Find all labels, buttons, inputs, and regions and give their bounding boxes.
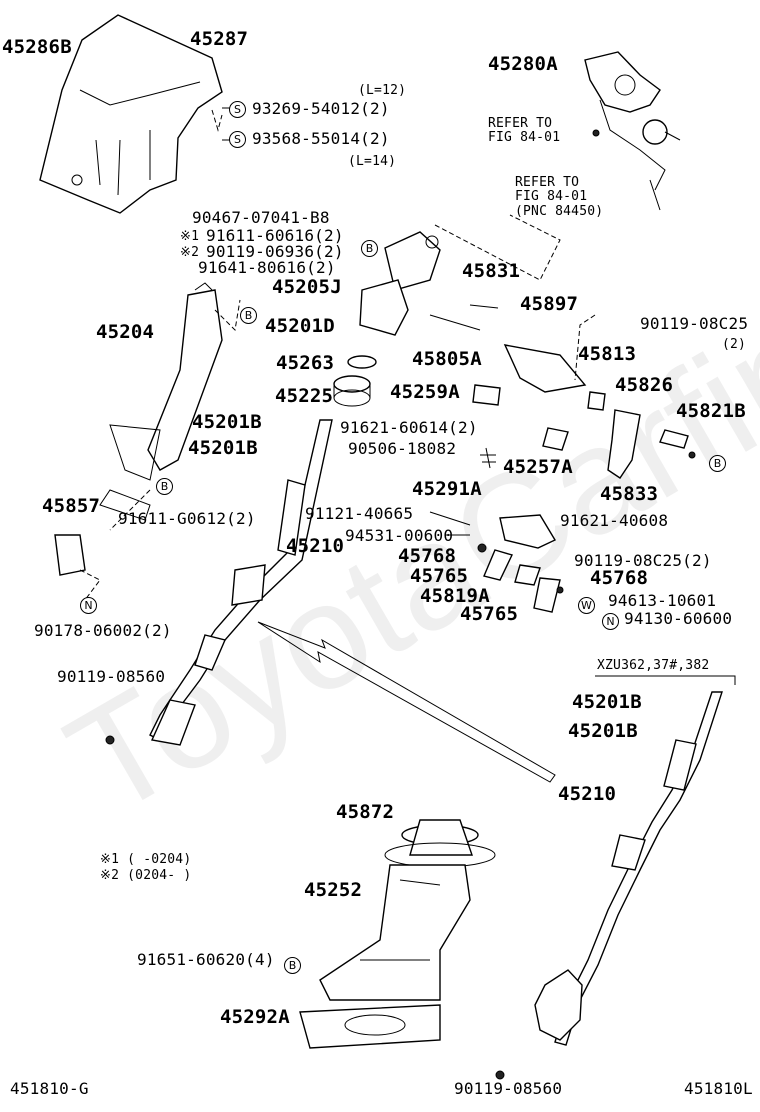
column-cover-upper bbox=[39, 14, 223, 214]
label-45201B: 45201B bbox=[192, 411, 262, 433]
label-93269: 93269-54012(2) bbox=[252, 99, 390, 118]
direction-arrow bbox=[257, 621, 556, 783]
label-45819A: 45819A bbox=[420, 585, 490, 607]
label-45291A: 45291A bbox=[412, 478, 482, 500]
label-90119-08C25-2: 90119-08C25(2) bbox=[574, 551, 712, 570]
tilt-lever bbox=[607, 409, 641, 479]
label-91641: 91641-80616(2) bbox=[198, 258, 336, 277]
label-45252: 45252 bbox=[304, 879, 363, 901]
mark-2: ※2 bbox=[180, 245, 200, 260]
symbol-b: B bbox=[284, 957, 301, 974]
label-91611-G0612: 91611-G0612(2) bbox=[118, 509, 256, 528]
label-91621-60614: 91621-60614(2) bbox=[340, 418, 478, 437]
steering-column-main bbox=[147, 289, 223, 471]
label-refer: REFER TO bbox=[488, 116, 553, 131]
label-45821B: 45821B bbox=[676, 400, 746, 422]
symbol-b: B bbox=[709, 455, 726, 472]
label-xzu: XZU362,37#,382 bbox=[597, 658, 710, 673]
label-45204: 45204 bbox=[96, 321, 155, 343]
label-45831: 45831 bbox=[462, 260, 521, 282]
label-45857: 45857 bbox=[42, 495, 101, 517]
label-94531: 94531-00600 bbox=[345, 526, 454, 545]
tilt-lever-bracket bbox=[503, 344, 587, 393]
label-90119-08560: 90119-08560 bbox=[57, 667, 166, 686]
label-l12: (L=12) bbox=[358, 83, 407, 98]
label-fig: FIG 84-01 bbox=[488, 130, 561, 145]
label-refer: REFER TO bbox=[515, 175, 580, 190]
label-90467: 90467-07041-B8 bbox=[192, 208, 330, 227]
symbol-w: W bbox=[578, 597, 595, 614]
diagram-code: 451810-G bbox=[10, 1079, 89, 1098]
label-45897: 45897 bbox=[520, 293, 579, 315]
label-91121: 91121-40665 bbox=[305, 504, 414, 523]
label-93568: 93568-55014(2) bbox=[252, 129, 390, 148]
label-fig: FIG 84-01 bbox=[515, 189, 588, 204]
label-90178: 90178-06002(2) bbox=[34, 621, 172, 640]
label-90119-06936: 90119-06936(2) bbox=[206, 242, 344, 261]
label-45257A: 45257A bbox=[503, 456, 573, 478]
label-45872: 45872 bbox=[336, 801, 395, 823]
symbol-s: S bbox=[229, 101, 246, 118]
label-45813: 45813 bbox=[578, 343, 637, 365]
label-94613: 94613-10601 bbox=[608, 591, 717, 610]
label-45765: 45765 bbox=[410, 565, 469, 587]
label-l14: (L=14) bbox=[348, 154, 397, 169]
label-45833: 45833 bbox=[600, 483, 659, 505]
label-45225: 45225 bbox=[275, 385, 334, 407]
symbol-b: B bbox=[361, 240, 378, 257]
label-45205J: 45205J bbox=[272, 276, 342, 298]
plate-45292A bbox=[299, 1004, 441, 1049]
label-pnc: (PNC 84450) bbox=[515, 204, 604, 219]
symbol-n: N bbox=[80, 597, 97, 614]
label-45201B: 45201B bbox=[188, 437, 258, 459]
symbol-n: N bbox=[602, 613, 619, 630]
note-1: ※1 ( -0204) bbox=[100, 852, 192, 867]
label-45765: 45765 bbox=[460, 603, 519, 625]
label-45287: 45287 bbox=[190, 28, 249, 50]
label-45286B: 45286B bbox=[2, 36, 72, 58]
label-91621-40608: 91621-40608 bbox=[560, 511, 669, 530]
bracket-45291A bbox=[499, 514, 556, 549]
bearing-45263 bbox=[347, 355, 377, 369]
label-45292A: 45292A bbox=[220, 1006, 290, 1028]
label-45210: 45210 bbox=[558, 783, 617, 805]
mark-1: ※1 bbox=[180, 229, 200, 244]
label-90506: 90506-18082 bbox=[348, 439, 457, 458]
label-45201B: 45201B bbox=[568, 720, 638, 742]
label-45259A: 45259A bbox=[390, 381, 460, 403]
ignition-switch bbox=[584, 51, 661, 113]
label-90119-08C25: 90119-08C25 bbox=[640, 314, 749, 333]
symbol-b: B bbox=[240, 307, 257, 324]
boot-rubber bbox=[534, 969, 583, 1041]
symbol-s: S bbox=[229, 131, 246, 148]
label-94130: 94130-60600 bbox=[624, 609, 733, 628]
label-45263: 45263 bbox=[276, 352, 335, 374]
label-91651: 91651-60620(4) bbox=[137, 950, 275, 969]
label-45805A: 45805A bbox=[412, 348, 482, 370]
label-91611-60616: 91611-60616(2) bbox=[206, 226, 344, 245]
label-45201D: 45201D bbox=[265, 315, 335, 337]
note-2: ※2 (0204- ) bbox=[100, 868, 192, 883]
label-45826: 45826 bbox=[615, 374, 674, 396]
symbol-b: B bbox=[156, 478, 173, 495]
label-45280A: 45280A bbox=[488, 53, 558, 75]
label-45768: 45768 bbox=[590, 567, 649, 589]
label-qty: (2) bbox=[722, 337, 747, 352]
diagram-code-alt: 451810L bbox=[684, 1079, 753, 1098]
label-90119-08560: 90119-08560 bbox=[454, 1079, 563, 1098]
column-hole-cover bbox=[319, 864, 471, 1001]
label-45210: 45210 bbox=[286, 535, 345, 557]
label-45201B: 45201B bbox=[572, 691, 642, 713]
label-45768: 45768 bbox=[398, 545, 457, 567]
bracket-45205J bbox=[359, 279, 409, 336]
bracket-45857 bbox=[54, 534, 86, 576]
